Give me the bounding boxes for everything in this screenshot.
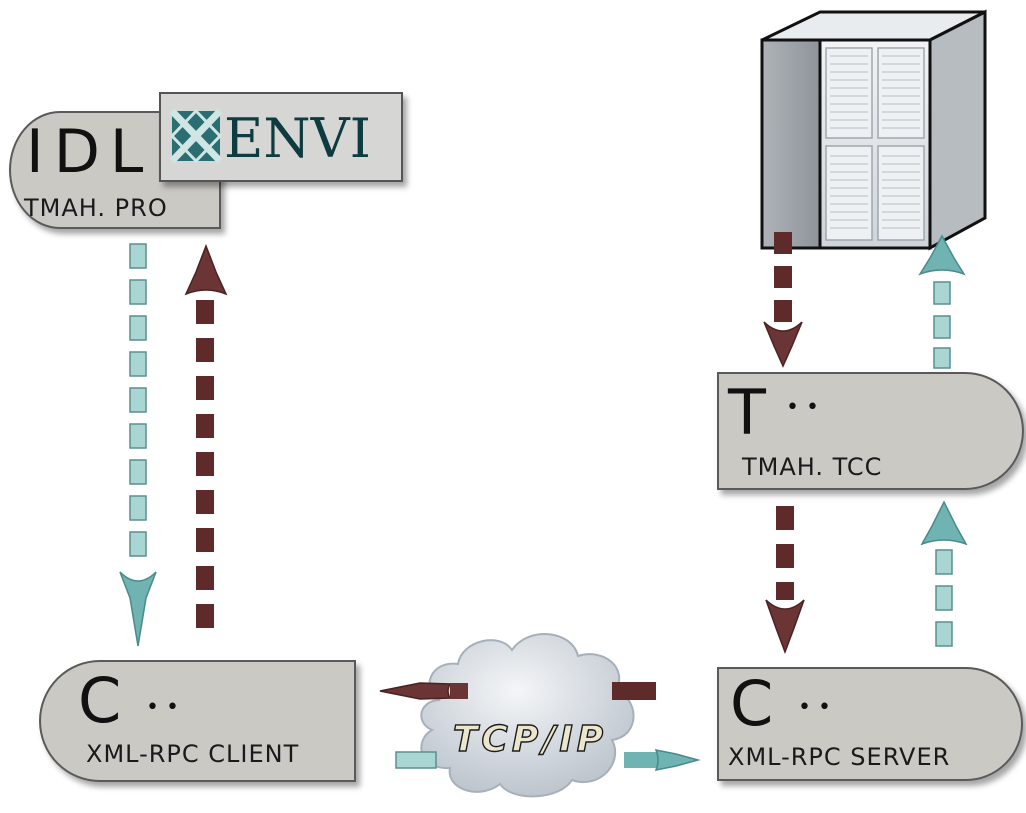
- server-title-letter: C: [730, 667, 773, 740]
- tcc-plus: • •: [786, 395, 819, 420]
- client-to-idl-arrow: [184, 243, 228, 628]
- tcc-title-letter: T: [727, 376, 767, 449]
- cloud-icon: [420, 633, 635, 798]
- server-to-client-arrow: [379, 682, 656, 700]
- envi-logo-icon: [169, 108, 223, 164]
- client-to-server-arrow: [395, 748, 701, 772]
- cabinet-to-tcc-arrow: [763, 232, 803, 368]
- client-title-letter: C: [78, 664, 121, 737]
- idl-title: IDL: [26, 117, 153, 187]
- client-node: [39, 660, 356, 782]
- idl-to-client-arrow: [119, 243, 157, 647]
- client-plus: • •: [146, 695, 179, 720]
- server-plus: • •: [798, 695, 831, 720]
- tcc-to-cabinet-arrow: [918, 234, 966, 369]
- tcp-ip-label: TCP/IP: [453, 719, 607, 760]
- client-subtitle: XML-RPC CLIENT: [86, 740, 299, 768]
- server-cabinet-icon: [760, 9, 987, 251]
- server-to-tcc-arrow: [920, 500, 968, 647]
- idl-subtitle: TMAH. PRO: [23, 194, 168, 222]
- server-subtitle: XML-RPC SERVER: [728, 743, 950, 771]
- tcc-node: [717, 372, 1024, 490]
- tcc-subtitle: TMAH. TCC: [741, 453, 882, 481]
- server-node: [717, 667, 1023, 781]
- tcc-to-server-arrow: [765, 506, 805, 655]
- envi-label: ENVI: [224, 107, 371, 170]
